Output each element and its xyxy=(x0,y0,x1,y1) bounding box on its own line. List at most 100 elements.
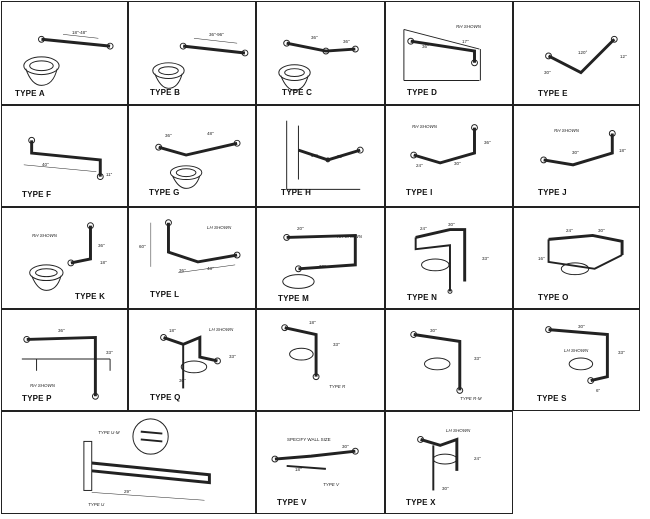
diagram-type-o xyxy=(547,233,624,276)
diagram-type-s xyxy=(545,326,609,385)
type-label: TYPE H xyxy=(281,188,312,197)
diagram-type-l xyxy=(150,219,241,273)
type-sub-label: TYPE U-M xyxy=(98,430,120,435)
dim-label: 30" xyxy=(448,222,455,227)
diagram-type-b xyxy=(152,38,249,89)
diagram-type-d xyxy=(403,28,481,81)
note-rh-shown: RH SHOWN xyxy=(337,234,362,239)
type-label: TYPE X xyxy=(406,498,436,507)
dim-label: 30" xyxy=(430,328,437,333)
dim-label: 24" xyxy=(566,228,573,233)
dim-label: 20" xyxy=(297,226,304,231)
panel-type-s: 30" LH SHOWN 33" 6" TYPE S xyxy=(513,309,640,411)
dim-label: 36" xyxy=(98,243,105,248)
dim-label: 48" xyxy=(207,266,214,271)
dim-label: 30" xyxy=(572,150,579,155)
diagram-type-a xyxy=(23,34,114,86)
dim-label: 36" xyxy=(165,133,172,138)
type-label: TYPE N xyxy=(407,293,438,302)
dim-label: 36" xyxy=(311,35,318,40)
diagram-type-p xyxy=(21,335,111,400)
panel-type-m: RH SHOWN 20" 33" TYPE M xyxy=(256,207,385,309)
dim-label: 33" xyxy=(319,264,326,269)
dim-label: 17" xyxy=(462,39,469,44)
panel-type-n: 24" 30" 33" TYPE N xyxy=(385,207,513,309)
panel-type-x: LH SHOWN 30" 24" TYPE X xyxy=(385,411,513,514)
dim-label: 24" xyxy=(474,456,481,461)
note-specify-wall-size: SPECIFY WALL SIZE xyxy=(287,437,331,442)
panel-type-j: RH SHOWN 30" 18" TYPE J xyxy=(513,105,640,207)
diagram-type-j xyxy=(540,130,616,167)
dim-label: 24" xyxy=(420,226,427,231)
type-label: TYPE F xyxy=(22,190,52,199)
diagram-type-r-m xyxy=(410,331,464,394)
panel-type-r: 18" 33" TYPE R xyxy=(256,309,385,411)
dim-label: 24" xyxy=(416,163,423,168)
dim-label: 12" xyxy=(620,54,627,59)
panel-type-d: RH SHOWN 17" 36" TYPE D xyxy=(385,1,513,105)
panel-type-c: 36" 36" TYPE C xyxy=(256,1,385,105)
dim-label: 30" xyxy=(454,161,461,166)
diagram-type-x xyxy=(417,436,459,491)
panel-type-h: 36" 30" TYPE H xyxy=(256,105,385,207)
dim-label: 29" xyxy=(124,489,131,494)
type-label: TYPE G xyxy=(149,188,180,197)
diagram-type-k xyxy=(29,222,94,291)
type-label: TYPE C xyxy=(282,88,313,97)
panel-type-k: RH SHOWN 36" 18" TYPE K xyxy=(1,207,128,309)
diagram-type-i xyxy=(410,124,478,165)
dim-label: 6" xyxy=(596,388,601,393)
panel-type-p: 36" 33" RH SHOWN TYPE P xyxy=(1,309,128,411)
diagram-type-v xyxy=(271,447,359,470)
panel-type-l: LH SHOWN 60" 48" 36" TYPE L xyxy=(128,207,256,309)
dim-label: 30" xyxy=(342,444,349,449)
dim-label: 36" xyxy=(484,140,491,145)
panel-type-e: 120° 12" 30" TYPE E xyxy=(513,1,640,105)
dim-label: 36" xyxy=(311,153,318,158)
type-label: TYPE V xyxy=(277,498,307,507)
type-label: TYPE Q xyxy=(150,393,181,402)
diagram-type-u xyxy=(83,418,211,501)
panel-type-u: TYPE U-M 29" TYPE U xyxy=(1,411,256,514)
dim-label: 18" xyxy=(295,467,302,472)
dim-label: 33" xyxy=(229,354,236,359)
diagram-type-r xyxy=(281,324,320,381)
panel-type-b: 36"-96" TYPE B xyxy=(128,1,256,105)
type-sub-label: TYPE R-M xyxy=(460,396,482,401)
dim-label: 30" xyxy=(598,228,605,233)
type-label: TYPE M xyxy=(278,294,309,303)
panel-type-g: 36" 48" TYPE G xyxy=(128,105,256,207)
type-label: TYPE A xyxy=(15,89,45,98)
panel-type-o: 24" 30" 16" TYPE O xyxy=(513,207,640,309)
panel-type-f: 40" 11" TYPE F xyxy=(1,105,128,207)
dim-label: 30" xyxy=(337,154,344,159)
diagram-type-h xyxy=(286,120,364,190)
dim-label: 33" xyxy=(618,350,625,355)
dim-label: 36" xyxy=(179,268,186,273)
panel-type-a: 18"-48" TYPE A xyxy=(1,1,128,105)
dim-label: 33" xyxy=(482,256,489,261)
type-label: TYPE E xyxy=(538,89,568,98)
dim-label: 18"-48" xyxy=(72,30,87,35)
dim-label: 30" xyxy=(544,70,551,75)
dim-label: 60" xyxy=(139,244,146,249)
panel-type-i: RH SHOWN 24" 36" 30" TYPE I xyxy=(385,105,513,207)
diagram-type-g xyxy=(155,139,241,189)
dim-label: 33" xyxy=(333,342,340,347)
dim-label: 18" xyxy=(169,328,176,333)
dim-label: 16" xyxy=(538,256,545,261)
note-lh-shown: LH SHOWN xyxy=(209,327,234,332)
dim-label: 18" xyxy=(619,148,626,153)
type-label: TYPE O xyxy=(538,293,569,302)
type-sub-label: TYPE U xyxy=(88,502,105,507)
dim-label: 11" xyxy=(106,172,113,177)
diagram-type-q xyxy=(160,334,221,389)
dim-label: 120° xyxy=(578,50,588,55)
note-lh-shown: LH SHOWN xyxy=(446,428,471,433)
diagram-type-e xyxy=(545,35,618,75)
type-label: TYPE J xyxy=(538,188,567,197)
dim-label: 40" xyxy=(42,162,49,167)
type-label: TYPE B xyxy=(150,88,181,97)
diagram-type-n xyxy=(414,228,467,294)
dim-label: 36" xyxy=(58,328,65,333)
